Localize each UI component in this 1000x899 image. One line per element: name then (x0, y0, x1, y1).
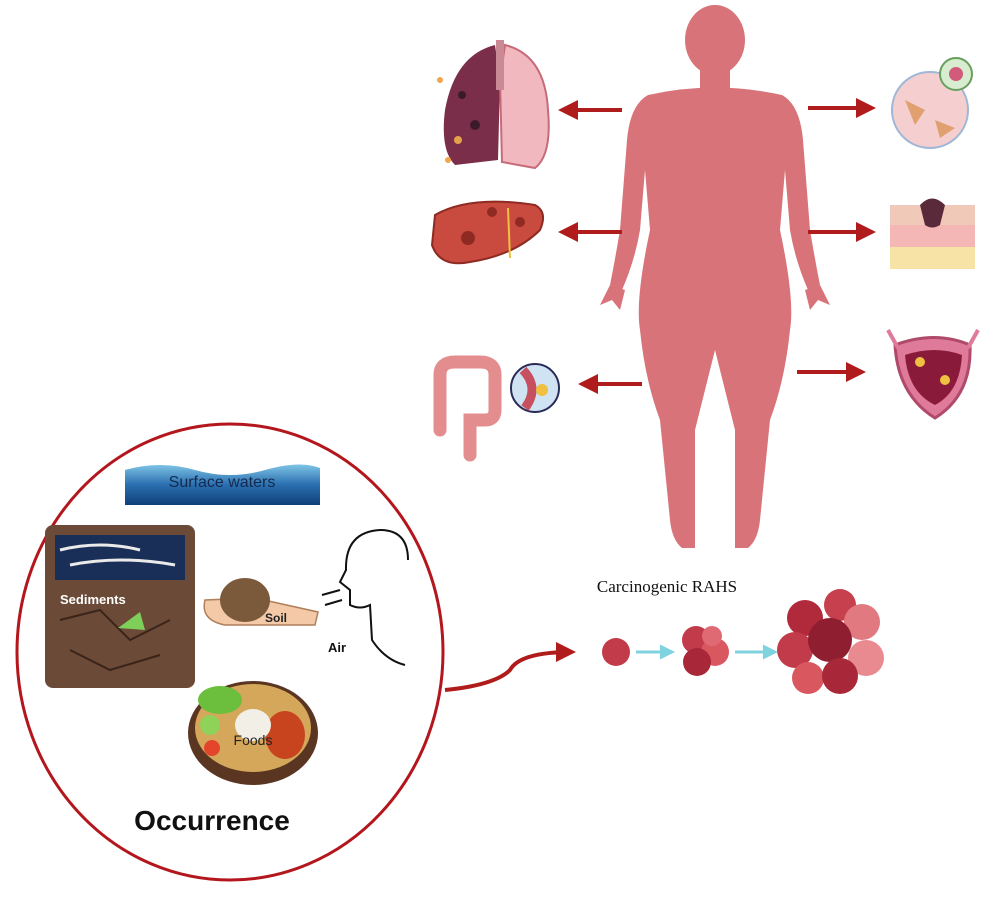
air-label: Air (328, 640, 346, 655)
food-plate-icon (188, 681, 318, 785)
breast-cell-icon (891, 57, 973, 149)
cell-cluster-small (682, 626, 729, 676)
soil-label: Soil (265, 611, 287, 625)
skin-icon (890, 198, 975, 269)
hand-soil-icon (203, 578, 319, 626)
human-body (600, 5, 830, 548)
liver-icon (430, 200, 545, 265)
lungs-icon (437, 40, 550, 170)
single-cell (602, 638, 630, 666)
sediment-icon (45, 525, 195, 688)
carcinogenic-label: Carcinogenic RAHS (597, 577, 737, 596)
bladder-icon (886, 329, 980, 420)
colon-icon (433, 355, 560, 462)
body-organ-arrows (558, 98, 876, 394)
tumor-mass (777, 589, 884, 694)
surface-waters-label: Surface waters (169, 474, 276, 491)
occurrence-title: Occurrence (134, 805, 290, 836)
face-air-icon (321, 528, 409, 666)
water-icon (125, 464, 320, 505)
occurrence-circle (15, 422, 445, 882)
sediments-label: Sediments (60, 592, 126, 607)
occurrence-to-cancer-arrow (444, 642, 576, 692)
foods-label: Foods (234, 732, 273, 748)
tumor-cells-icon (602, 589, 884, 694)
